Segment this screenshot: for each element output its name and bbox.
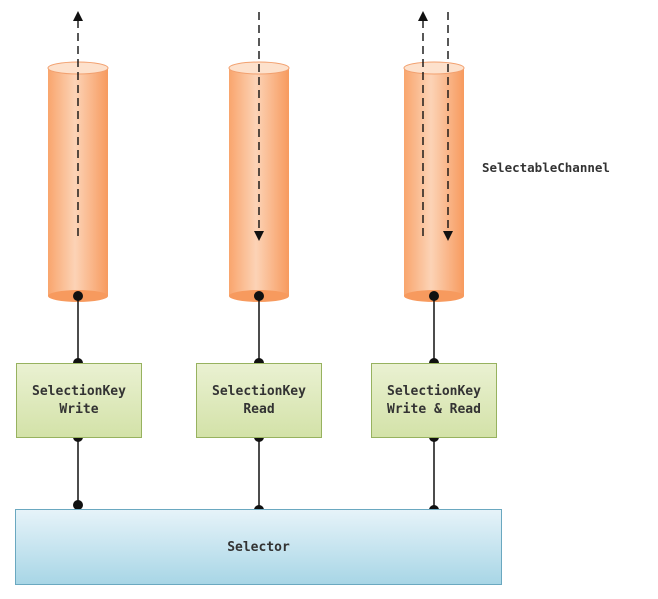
selection-key-write-read-line2: Write & Read [387,401,481,417]
selector-label: Selector [227,539,290,555]
selection-key-write-line1: SelectionKey [32,383,126,399]
channel-cylinder-write-read [403,61,465,302]
selection-key-write-read: SelectionKey Write & Read [371,363,497,438]
selection-key-read-line2: Read [243,401,275,417]
connector-lines [77,296,435,510]
selection-key-write-read-line1: SelectionKey [387,383,481,399]
selection-key-read: SelectionKey Read [196,363,322,438]
selection-key-write-line2: Write [59,401,99,417]
selector-box: Selector [15,509,502,585]
selection-key-write: SelectionKey Write [16,363,142,438]
selectable-channel-label: SelectableChannel [482,160,610,175]
selection-key-read-line1: SelectionKey [212,383,306,399]
